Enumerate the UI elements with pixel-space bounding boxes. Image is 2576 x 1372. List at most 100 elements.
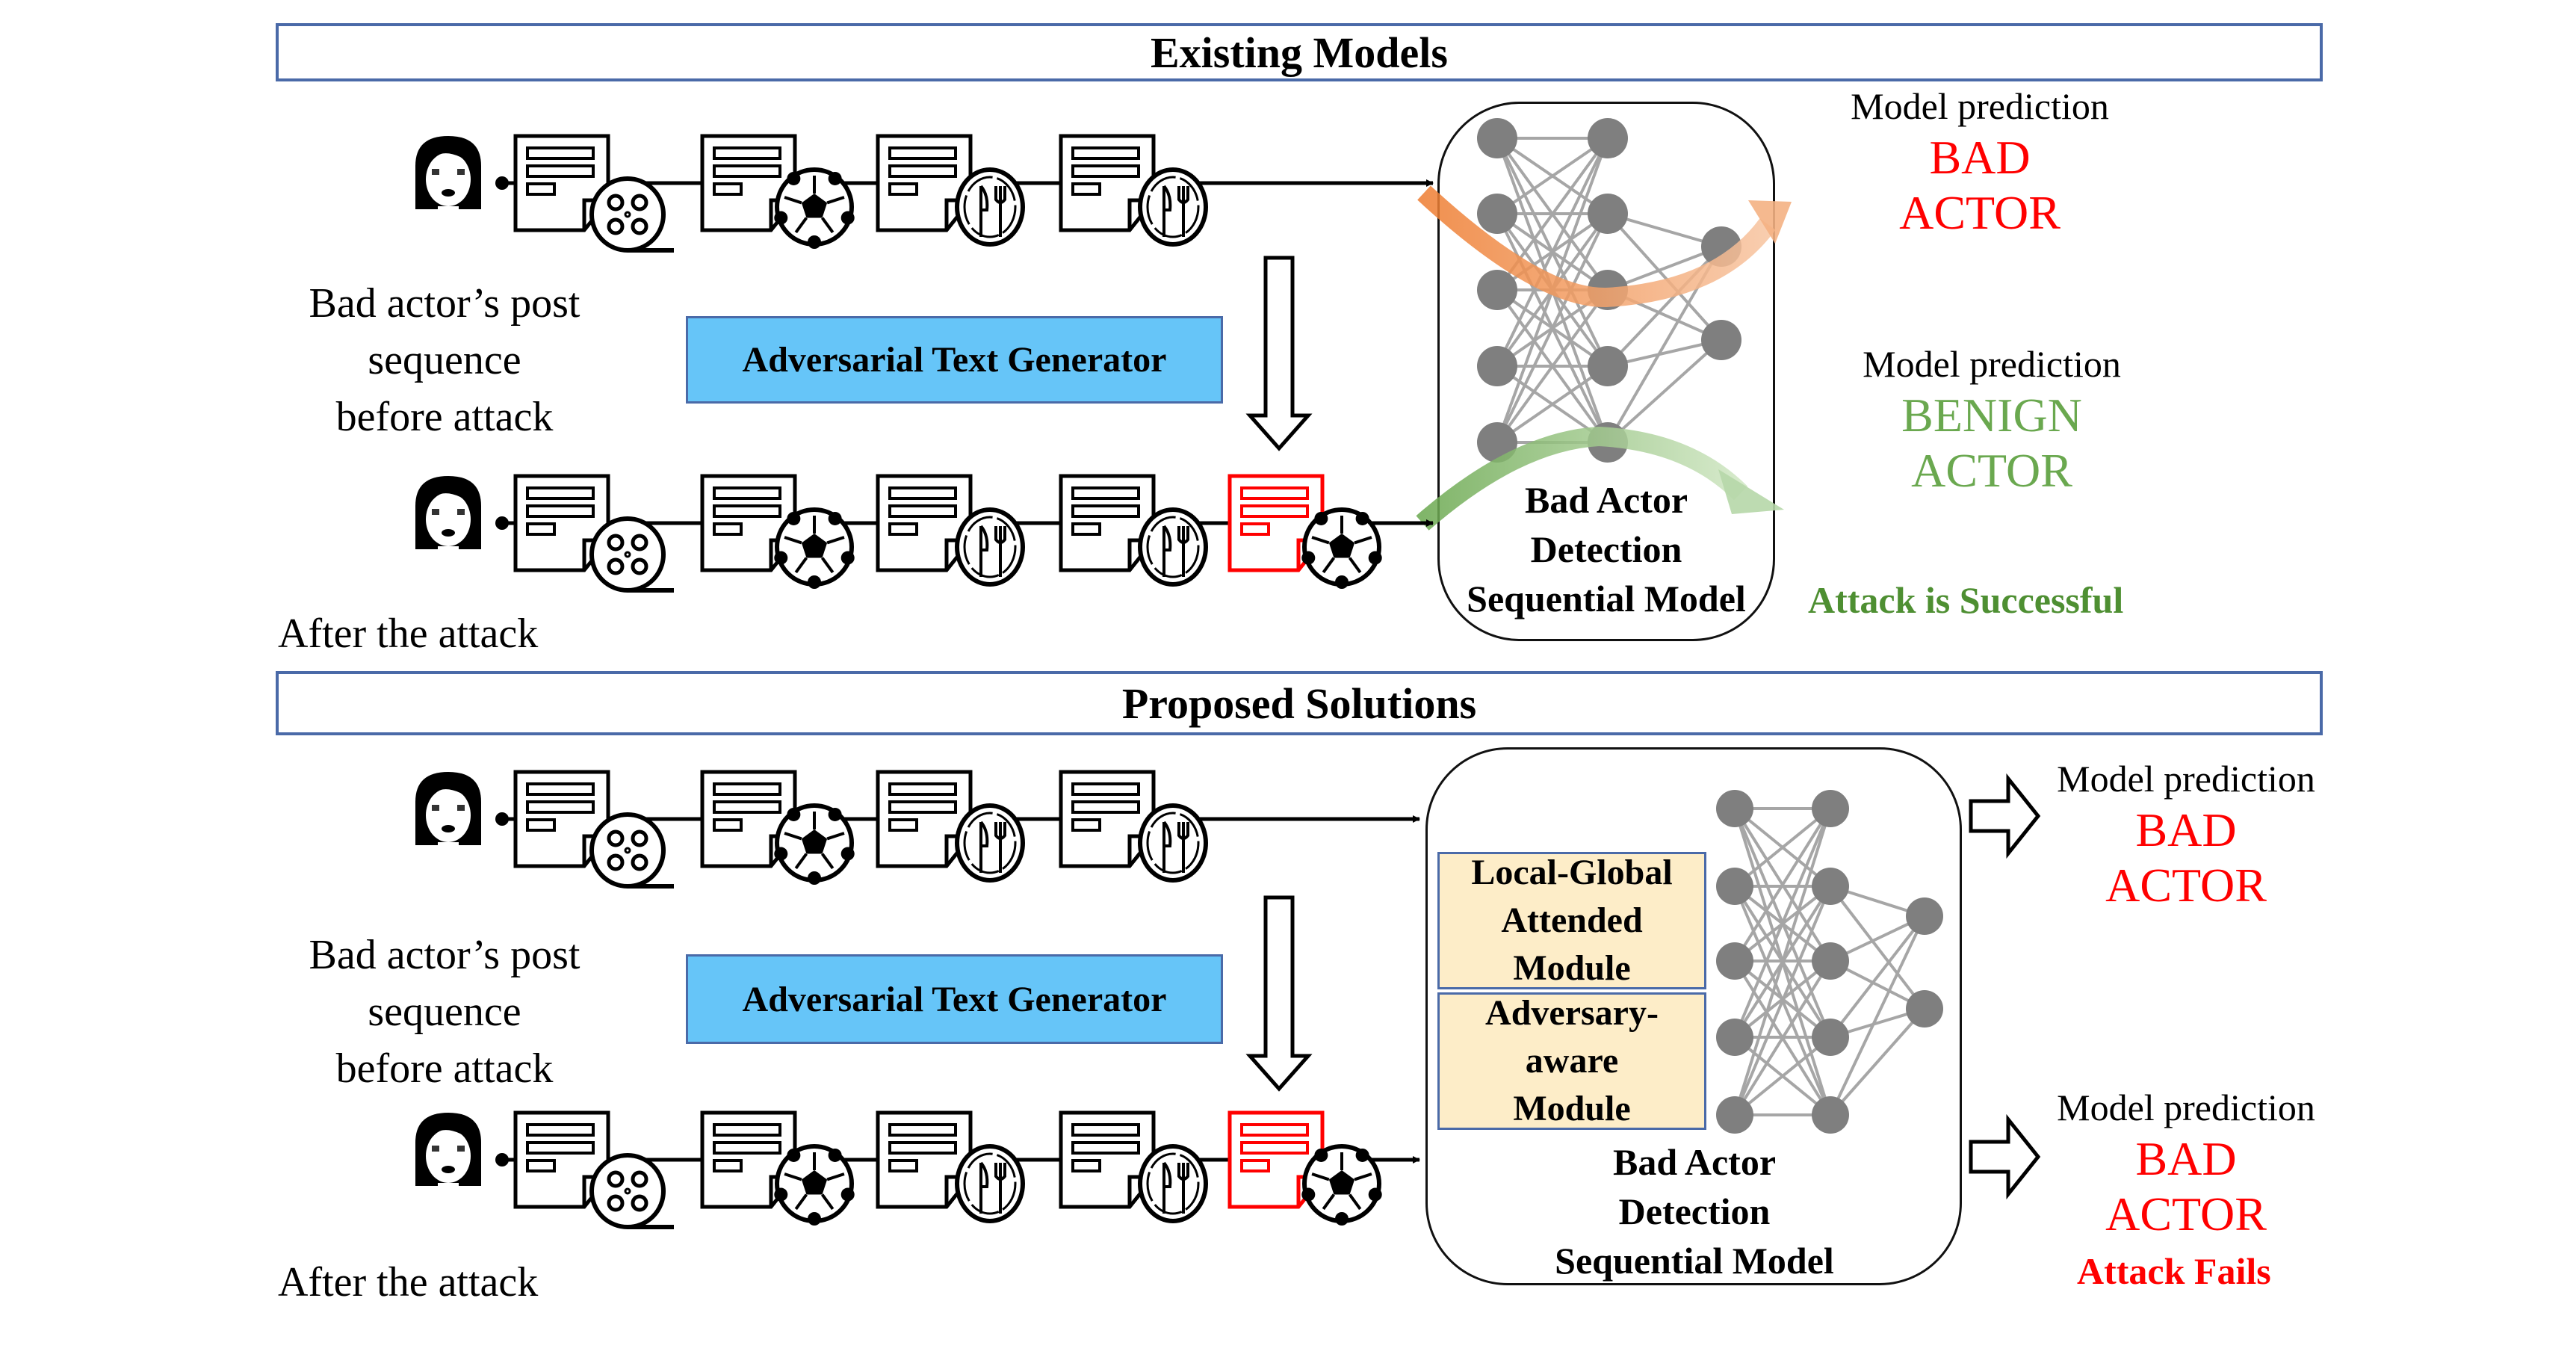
soccer-ball-icon bbox=[774, 167, 855, 249]
model-label-line: Sequential Model bbox=[1467, 578, 1746, 619]
prediction-value: ACTOR bbox=[2105, 1187, 2267, 1240]
down-arrow-icon bbox=[1245, 256, 1313, 451]
network-node bbox=[1588, 346, 1628, 386]
plate-fork-knife-icon bbox=[1138, 167, 1208, 247]
network-node bbox=[1812, 1019, 1849, 1056]
film-reel-icon bbox=[589, 516, 674, 593]
network-node bbox=[1716, 942, 1753, 980]
module-label-line: Module bbox=[1513, 948, 1631, 988]
model-label-line: Sequential Model bbox=[1555, 1240, 1834, 1282]
before-attack-caption: Bad actor’s post sequence before attack bbox=[284, 275, 605, 445]
post-sequence-row bbox=[415, 1110, 1420, 1229]
attack-status: Attack is Successful bbox=[1808, 579, 2124, 621]
post-document-icon bbox=[876, 1110, 973, 1209]
post-document-icon bbox=[1059, 134, 1156, 232]
prediction-title: Model prediction bbox=[1863, 343, 2121, 385]
network-node bbox=[1477, 270, 1517, 310]
prediction-title: Model prediction bbox=[2057, 758, 2315, 800]
plate-fork-knife-icon bbox=[955, 507, 1025, 587]
after-attack-caption: After the attack bbox=[278, 611, 539, 657]
network-node bbox=[1906, 897, 1943, 935]
right-arrow-icon bbox=[1969, 773, 2041, 859]
post-sequence-row bbox=[415, 770, 1420, 889]
timeline-start-dot bbox=[495, 516, 509, 530]
plate-fork-knife-icon bbox=[955, 803, 1025, 883]
network-node bbox=[1812, 868, 1849, 905]
model-label: Bad Actor Detection Sequential Model bbox=[1493, 1137, 1896, 1285]
soccer-ball-icon bbox=[1301, 1144, 1382, 1226]
user-avatar-icon bbox=[415, 1113, 481, 1187]
model-label-line: Detection bbox=[1530, 528, 1682, 570]
bad-actor-detection-model-box bbox=[1437, 102, 1775, 641]
caption-line: sequence bbox=[368, 337, 521, 383]
soccer-ball-icon bbox=[774, 507, 855, 589]
module-label-line: Module bbox=[1513, 1089, 1631, 1128]
network-node bbox=[1716, 1096, 1753, 1134]
right-arrow-icon bbox=[1969, 1113, 2041, 1200]
caption-line: before attack bbox=[335, 394, 554, 440]
timeline-start-dot bbox=[495, 176, 509, 190]
network-node bbox=[1588, 194, 1628, 234]
prediction-bad-actor: Model prediction BAD ACTOR bbox=[1999, 1084, 2373, 1242]
network-node bbox=[1477, 194, 1517, 234]
module-label-line: aware bbox=[1525, 1041, 1619, 1081]
local-global-attended-module: Local-Global Attended Module bbox=[1437, 852, 1706, 989]
prediction-value: BAD bbox=[1929, 131, 2031, 184]
model-label: Bad Actor Detection Sequential Model bbox=[1437, 475, 1775, 623]
model-label-line: Bad Actor bbox=[1524, 479, 1688, 521]
network-node bbox=[1477, 118, 1517, 158]
down-arrow-icon bbox=[1245, 895, 1313, 1092]
model-label-line: Bad Actor bbox=[1612, 1141, 1777, 1183]
network-node bbox=[1716, 868, 1753, 905]
attack-status: Attack Fails bbox=[2077, 1250, 2271, 1292]
caption-line: sequence bbox=[368, 989, 521, 1035]
prediction-value: BAD bbox=[2135, 1132, 2237, 1185]
prediction-value: BENIGN bbox=[1901, 389, 2082, 442]
network-node bbox=[1701, 320, 1741, 360]
prediction-benign-actor: Model prediction BENIGN ACTOR bbox=[1805, 340, 2179, 498]
film-reel-icon bbox=[589, 1153, 674, 1229]
section-title: Proposed Solutions bbox=[1121, 679, 1477, 728]
network-node bbox=[1812, 790, 1849, 827]
post-document-icon bbox=[700, 134, 797, 232]
generator-label: Adversarial Text Generator bbox=[742, 979, 1167, 1019]
user-avatar-icon bbox=[415, 476, 481, 551]
caption-line: Bad actor’s post bbox=[309, 280, 580, 327]
post-sequence-row bbox=[415, 134, 1434, 253]
model-label-line: Detection bbox=[1618, 1190, 1771, 1232]
user-avatar-icon bbox=[415, 772, 481, 847]
user-avatar-icon bbox=[415, 136, 481, 211]
plate-fork-knife-icon bbox=[1138, 1144, 1208, 1223]
adversary-aware-module: Adversary- aware Module bbox=[1437, 992, 1706, 1130]
post-document-icon bbox=[876, 134, 973, 232]
timeline-start-dot bbox=[495, 812, 509, 826]
post-document-icon bbox=[513, 1110, 610, 1209]
adversarial-text-generator: Adversarial Text Generator bbox=[686, 316, 1223, 404]
network-node bbox=[1906, 990, 1943, 1028]
film-reel-icon bbox=[589, 812, 674, 889]
after-attack-caption: After the attack bbox=[278, 1259, 539, 1305]
bad-actor-flow-arrow bbox=[1417, 185, 1776, 308]
section-header-existing-models: Existing Models bbox=[276, 23, 2323, 81]
network-node bbox=[1477, 422, 1517, 463]
soccer-ball-icon bbox=[1301, 507, 1382, 589]
network-node bbox=[1716, 1019, 1753, 1056]
timeline-start-dot bbox=[495, 1153, 509, 1166]
section-header-proposed-solutions: Proposed Solutions bbox=[276, 671, 2323, 735]
benign-flow-arrowhead bbox=[1718, 469, 1784, 514]
soccer-ball-icon bbox=[774, 803, 855, 885]
prediction-title: Model prediction bbox=[2057, 1087, 2315, 1128]
prediction-value: BAD bbox=[2135, 803, 2237, 856]
prediction-title: Model prediction bbox=[1851, 85, 2109, 127]
bad-actor-flow-arrowhead bbox=[1748, 200, 1792, 244]
post-document-icon bbox=[513, 474, 610, 572]
network-node bbox=[1477, 346, 1517, 386]
module-label-line: Local-Global bbox=[1471, 853, 1673, 892]
before-attack-caption: Bad actor’s post sequence before attack bbox=[284, 927, 605, 1097]
film-reel-icon bbox=[589, 176, 674, 253]
prediction-bad-actor: Model prediction BAD ACTOR bbox=[1999, 755, 2373, 913]
network-node bbox=[1716, 790, 1753, 827]
module-label-line: Attended bbox=[1501, 900, 1643, 940]
network-node bbox=[1588, 118, 1628, 158]
